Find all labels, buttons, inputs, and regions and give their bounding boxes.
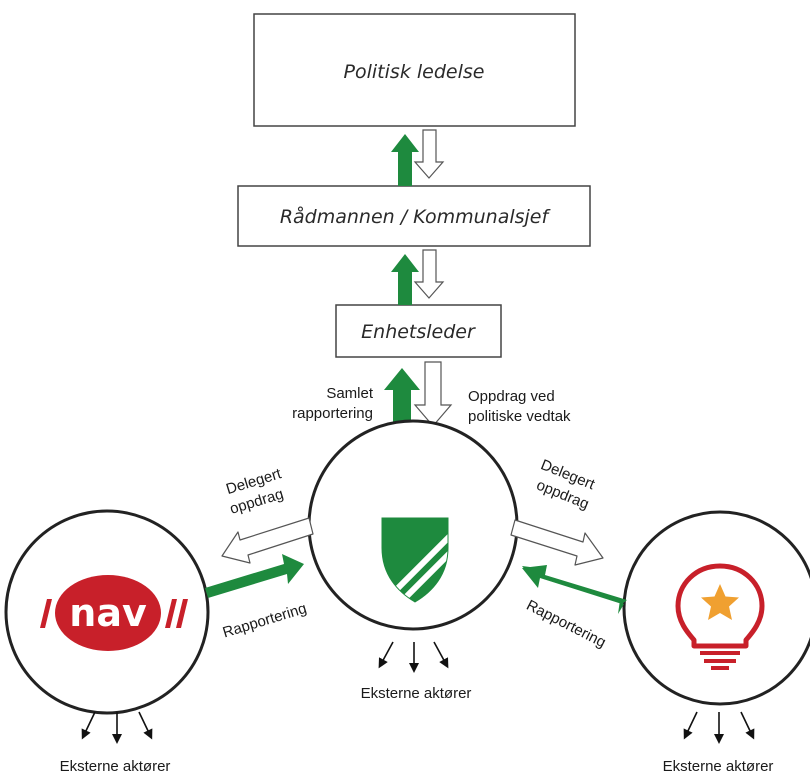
- label-rapportering-center: rapportering: [292, 405, 373, 422]
- municipal-shield-icon: [381, 517, 459, 608]
- box-unit: Enhetsleder: [335, 304, 502, 358]
- external-label-right: Eksterne aktører: [663, 758, 774, 775]
- label-samlet: Samlet: [326, 385, 374, 402]
- right-delegated-arrow: [510, 519, 604, 566]
- left-delegated-arrow: [221, 517, 314, 564]
- right-label-rapportering: Rapportering: [524, 597, 609, 652]
- box-political-label: Politisk ledelse: [344, 61, 485, 83]
- label-politiske-vedtak: politiske vedtak: [468, 408, 571, 425]
- left-reporting-arrow: [205, 554, 304, 598]
- box-chief: Rådmannen / Kommunalsjef: [237, 185, 591, 247]
- vertical-arrows-top: [391, 129, 445, 186]
- vertical-arrows-middle: [391, 249, 445, 305]
- external-label-center: Eksterne aktører: [361, 685, 472, 702]
- green-up-arrow: [391, 134, 419, 186]
- lightbulb-star-icon: [675, 563, 765, 670]
- green-up-arrow: [384, 368, 420, 434]
- green-up-arrow: [391, 254, 419, 305]
- external-arrows-right: [683, 711, 755, 744]
- white-down-arrow: [413, 249, 445, 299]
- vertical-arrows-bottom: [384, 361, 453, 434]
- nav-logo-icon: nav: [40, 575, 188, 651]
- box-chief-label: Rådmannen / Kommunalsjef: [280, 205, 552, 228]
- white-down-arrow: [413, 129, 445, 179]
- external-label-left: Eksterne aktører: [60, 758, 171, 775]
- nav-logo-text: nav: [69, 591, 147, 635]
- right-reporting-arrow: [522, 565, 627, 614]
- external-arrows-center: [378, 641, 449, 673]
- label-oppdrag: Oppdrag ved: [468, 388, 555, 405]
- box-unit-label: Enhetsleder: [361, 321, 476, 343]
- left-label-rapportering: Rapportering: [221, 600, 309, 642]
- white-down-arrow: [413, 361, 453, 427]
- box-political: Politisk ledelse: [253, 13, 576, 127]
- external-arrows-left: [81, 711, 153, 744]
